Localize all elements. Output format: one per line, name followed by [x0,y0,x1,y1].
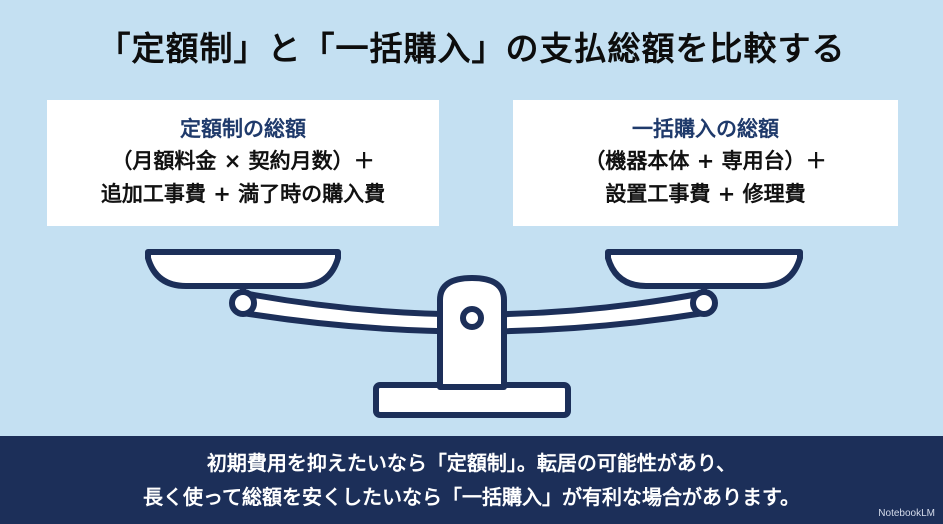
footer-line2: 長く使って総額を安くしたいなら「一括購入」が有利な場合があります。 [143,485,800,509]
left-pivot [229,289,257,317]
balance-scale-icon [145,249,803,418]
fixed-rate-card-line2: 追加工事費 + 満了時の購入費 [100,182,386,206]
footer-banner: 初期費用を抑えたいなら「定額制」。転居の可能性があり、 長く使って総額を安くした… [0,436,943,524]
fixed-rate-card-line1: （月額料金 × 契約月数）＋ [111,149,375,173]
footer-line1: 初期費用を抑えたいなら「定額制」。転居の可能性があり、 [206,451,737,475]
page-title: 「定額制」と「一括購入」の支払総額を比較する [97,29,846,68]
fixed-rate-card-heading: 定額制の総額 [180,117,306,141]
right-pivot [690,289,718,317]
center-pivot [460,306,484,330]
right-pan [605,249,803,289]
fixed-rate-total-card: 定額制の総額 （月額料金 × 契約月数）＋ 追加工事費 + 満了時の購入費 [47,100,439,226]
scale-post [437,275,507,390]
lump-sum-card-heading: 一括購入の総額 [632,117,779,141]
lump-sum-card-line1: （機器本体 + 専用台）＋ [584,149,827,173]
left-pan [145,249,341,289]
lump-sum-card-line2: 設置工事費 + 修理費 [605,182,806,206]
lump-sum-total-card: 一括購入の総額 （機器本体 + 専用台）＋ 設置工事費 + 修理費 [513,100,898,226]
brand-watermark: NotebookLM [878,508,935,519]
